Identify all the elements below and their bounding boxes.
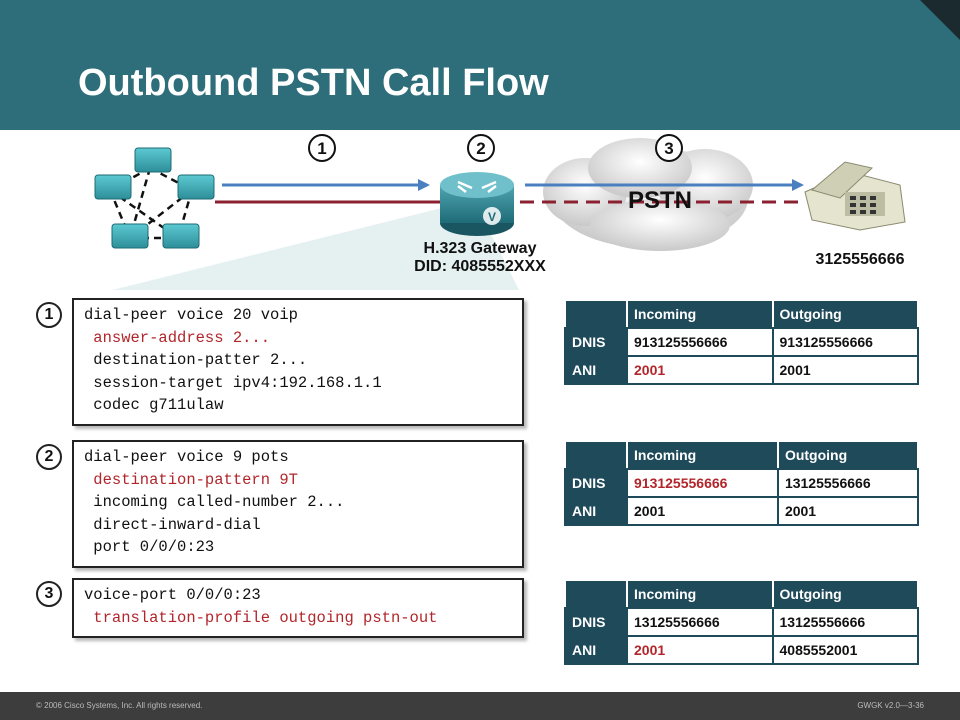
pstn-phone-icon <box>804 161 906 231</box>
table-header: Outgoing <box>771 299 919 329</box>
step-marker-2: 2 <box>467 134 495 162</box>
config-line: destination-pattern 9T <box>84 470 298 489</box>
pstn-label: PSTN <box>628 187 692 214</box>
gateway-callout <box>112 200 519 290</box>
config-box-2: dial-peer voice 9 pots destination-patte… <box>72 440 524 568</box>
table-header: Incoming <box>626 579 774 609</box>
table-row: DNIS 913125556666 13125556666 <box>564 468 920 498</box>
row-label: DNIS <box>564 607 628 637</box>
page-number: GWGK v2.0—3-36 <box>857 701 924 710</box>
config-line: answer-address 2... <box>84 328 271 347</box>
table-row: DNIS 13125556666 13125556666 <box>564 607 919 637</box>
incoming-value: 2001 <box>626 635 774 665</box>
row-label: ANI <box>564 355 628 385</box>
config-step-1: 1 <box>36 302 62 328</box>
config-box-1: dial-peer voice 20 voip answer-address 2… <box>72 298 524 426</box>
gateway-router-icon: V <box>440 172 514 236</box>
outgoing-value: 913125556666 <box>771 327 919 357</box>
table-header: Outgoing <box>776 440 920 470</box>
copyright-text: © 2006 Cisco Systems, Inc. All rights re… <box>36 701 203 710</box>
gateway-name: H.323 Gateway <box>423 240 537 257</box>
table-row: DNIS 913125556666 913125556666 <box>564 327 919 357</box>
incoming-value: 913125556666 <box>626 468 779 498</box>
config-line: codec g711ulaw <box>84 396 224 414</box>
step-marker-1: 1 <box>308 134 336 162</box>
call-table-2: Incoming Outgoing DNIS 913125556666 1312… <box>564 440 920 526</box>
table-header: Incoming <box>626 299 774 329</box>
footer-bar: © 2006 Cisco Systems, Inc. All rights re… <box>0 692 960 720</box>
page-title: Outbound PSTN Call Flow <box>78 62 549 104</box>
config-line: voice-port 0/0/0:23 <box>84 586 261 604</box>
config-line: dial-peer voice 9 pots <box>84 448 289 466</box>
corner-accent <box>920 0 960 40</box>
arrow-head-1 <box>418 179 430 191</box>
svg-text:2: 2 <box>476 139 485 158</box>
call-table-3: Incoming Outgoing DNIS 13125556666 13125… <box>564 579 919 665</box>
phone-icons <box>94 147 215 249</box>
table-row: ANI 2001 2001 <box>564 355 919 385</box>
arrow-head-2 <box>792 179 804 191</box>
svg-text:V: V <box>488 210 496 224</box>
config-line: incoming called-number 2... <box>84 493 345 511</box>
call-flow-diagram: V 1 2 3 PSTN <box>94 134 906 290</box>
config-line: translation-profile outgoing pstn-out <box>84 608 438 627</box>
outgoing-value: 4085552001 <box>771 635 919 665</box>
outgoing-value: 13125556666 <box>771 607 919 637</box>
table-header: Outgoing <box>771 579 919 609</box>
config-step-3: 3 <box>36 581 62 607</box>
incoming-value: 2001 <box>626 355 774 385</box>
row-label: DNIS <box>564 468 628 498</box>
incoming-value: 13125556666 <box>626 607 774 637</box>
table-row: ANI 2001 4085552001 <box>564 635 919 665</box>
step-marker-3: 3 <box>655 134 683 162</box>
row-label: DNIS <box>564 327 628 357</box>
config-line: dial-peer voice 20 voip <box>84 306 298 324</box>
config-line: direct-inward-dial <box>84 515 261 534</box>
row-label: ANI <box>564 635 628 665</box>
destination-number: 3125556666 <box>815 251 905 268</box>
config-line: port 0/0/0:23 <box>84 538 215 556</box>
svg-text:3: 3 <box>664 139 673 158</box>
outgoing-value: 2001 <box>771 355 919 385</box>
table-header-row: Incoming Outgoing <box>564 299 919 329</box>
config-line: destination-patter 2... <box>84 351 308 369</box>
svg-text:1: 1 <box>317 139 326 158</box>
outgoing-value: 2001 <box>776 496 920 526</box>
table-header: Incoming <box>626 440 779 470</box>
config-step-2: 2 <box>36 444 62 470</box>
gateway-did: DID: 4085552XXX <box>414 258 546 275</box>
row-label: ANI <box>564 496 628 526</box>
incoming-value: 2001 <box>626 496 779 526</box>
table-row: ANI 2001 2001 <box>564 496 920 526</box>
config-box-3: voice-port 0/0/0:23 translation-profile … <box>72 578 524 638</box>
title-bar: Outbound PSTN Call Flow <box>0 0 960 130</box>
outgoing-value: 13125556666 <box>776 468 920 498</box>
incoming-value: 913125556666 <box>626 327 774 357</box>
table-header-row: Incoming Outgoing <box>564 440 920 470</box>
gateway-label: H.323 Gateway DID: 4085552XXX <box>380 240 580 276</box>
table-header-row: Incoming Outgoing <box>564 579 919 609</box>
call-table-1: Incoming Outgoing DNIS 913125556666 9131… <box>564 299 919 385</box>
config-line: session-target ipv4:192.168.1.1 <box>84 373 382 392</box>
